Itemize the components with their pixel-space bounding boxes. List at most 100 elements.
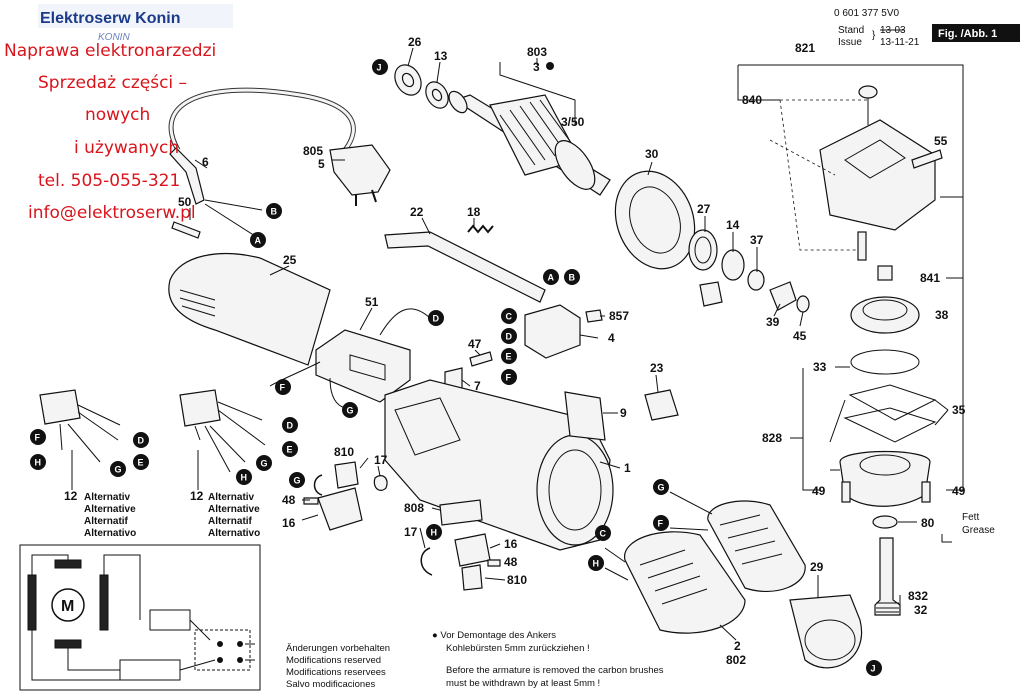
brush-holder-16a [317,487,363,531]
svg-text:G: G [261,459,268,469]
leader-35b [934,409,949,426]
badge-d-mid: D [282,417,298,433]
svg-text:H: H [35,458,42,468]
field-wire-f [669,527,709,531]
part-number: 0 601 377 5V0 [834,8,899,19]
grease-de: Fett [962,512,979,523]
svg-text:E: E [138,458,144,468]
label-9: 9 [620,406,627,420]
svg-text:H: H [431,528,438,538]
label-810a: 810 [334,445,354,459]
alt-12b-en: Alternative [208,504,260,515]
badge-f-left: F [30,429,46,445]
motor-symbol-circle [51,588,85,622]
gear-housing-821 [819,119,936,231]
housing-vents [179,289,216,317]
armature-fan [554,140,596,190]
small-part-14b [699,281,723,307]
badge-a-switch: A [543,269,559,285]
alt-12a-fr: Alternatif [84,516,129,527]
suppressor-12b [179,389,221,427]
label-5: 5 [318,157,325,171]
company-name: Elektroserw Konin [40,10,180,27]
label-3: 3 [533,60,540,74]
label-1: 1 [624,461,631,475]
alt-12a-en: Alternative [84,504,136,515]
washer-37 [747,269,765,291]
mod-en: Modifications reserved [286,655,381,666]
grease-en: Grease [962,525,995,536]
gear-housing-detail [844,139,906,179]
svg-text:C: C [506,312,513,322]
badge-b-switch: B [564,269,580,285]
spindle-832 [874,537,901,616]
grease-mark [941,534,952,543]
label-30: 30 [645,147,659,161]
bearing-flange-828-inner [859,454,911,476]
housing-1-window [394,397,461,456]
svg-text:B: B [569,273,576,283]
alt-12a-de: Alternativ [84,492,131,503]
label-37: 37 [750,233,764,247]
svg-text:D: D [287,421,294,431]
label-17b: 17 [404,525,418,539]
label-3-50: 3/50 [561,115,585,129]
label-803: 803 [527,45,547,59]
screw-49b [921,481,931,503]
svg-text:A: A [548,273,555,283]
watermark-konin: KONIN [98,32,130,43]
mod-fr: Modifications reservees [286,667,386,678]
leader-35a [934,399,949,411]
plug-pin-right [371,189,377,203]
cord-sleeve [169,147,205,205]
marker-dot [546,62,554,70]
label-49b: 49 [952,484,966,498]
label-808: 808 [404,501,424,515]
warning-en-1: Before the armature is removed the carbo… [446,665,664,676]
label-13: 13 [434,49,448,63]
switch-rod-22 [384,231,546,303]
bracket-821 [738,64,964,198]
overlay-line-2: Sprzedaż części – [38,73,187,93]
label-12a: 12 [64,489,78,503]
badge-g-left: G [110,461,126,477]
badge-h-left: H [30,454,46,470]
label-50: 50 [178,195,192,209]
screw-47 [469,351,493,367]
armature-commutator [448,90,468,114]
module-51-wire-f [269,361,321,387]
badge-d-module: D [428,310,444,326]
label-821: 821 [795,41,815,55]
label-48b: 48 [504,555,518,569]
label-51: 51 [365,295,379,309]
alt-12b-es: Alternativo [208,528,260,539]
suppressor-12b-wires [194,401,266,473]
svg-text:G: G [294,476,301,486]
badge-h-brush: H [426,524,442,540]
badge-d-left: D [133,432,149,448]
spindle-thread [876,602,899,613]
screw-857 [585,309,603,323]
suppressor-12a [39,389,81,425]
screw-48b [487,559,501,567]
label-805: 805 [303,144,323,158]
mod-de: Änderungen vorbehalten [286,643,390,654]
switch-knob-23 [644,389,679,421]
label-49a: 49 [812,484,826,498]
svg-text:D: D [138,436,145,446]
spring-18 [467,224,494,234]
carbon-brush-810a [334,461,359,489]
label-80: 80 [921,516,935,530]
field-wire-h [604,567,629,581]
svg-text:H: H [593,559,600,569]
label-16b: 16 [504,537,518,551]
wheel-guard-29-inner [804,619,856,661]
bevel-gear-38-teeth [862,299,908,321]
label-7: 7 [474,379,481,393]
cord-wire-2 [204,203,256,237]
badge-g-brush: G [289,472,305,488]
badge-j-top: J [372,59,388,75]
label-25: 25 [283,253,297,267]
brush-bottom [54,639,82,649]
overlay-line-4: i używanych [74,138,179,158]
